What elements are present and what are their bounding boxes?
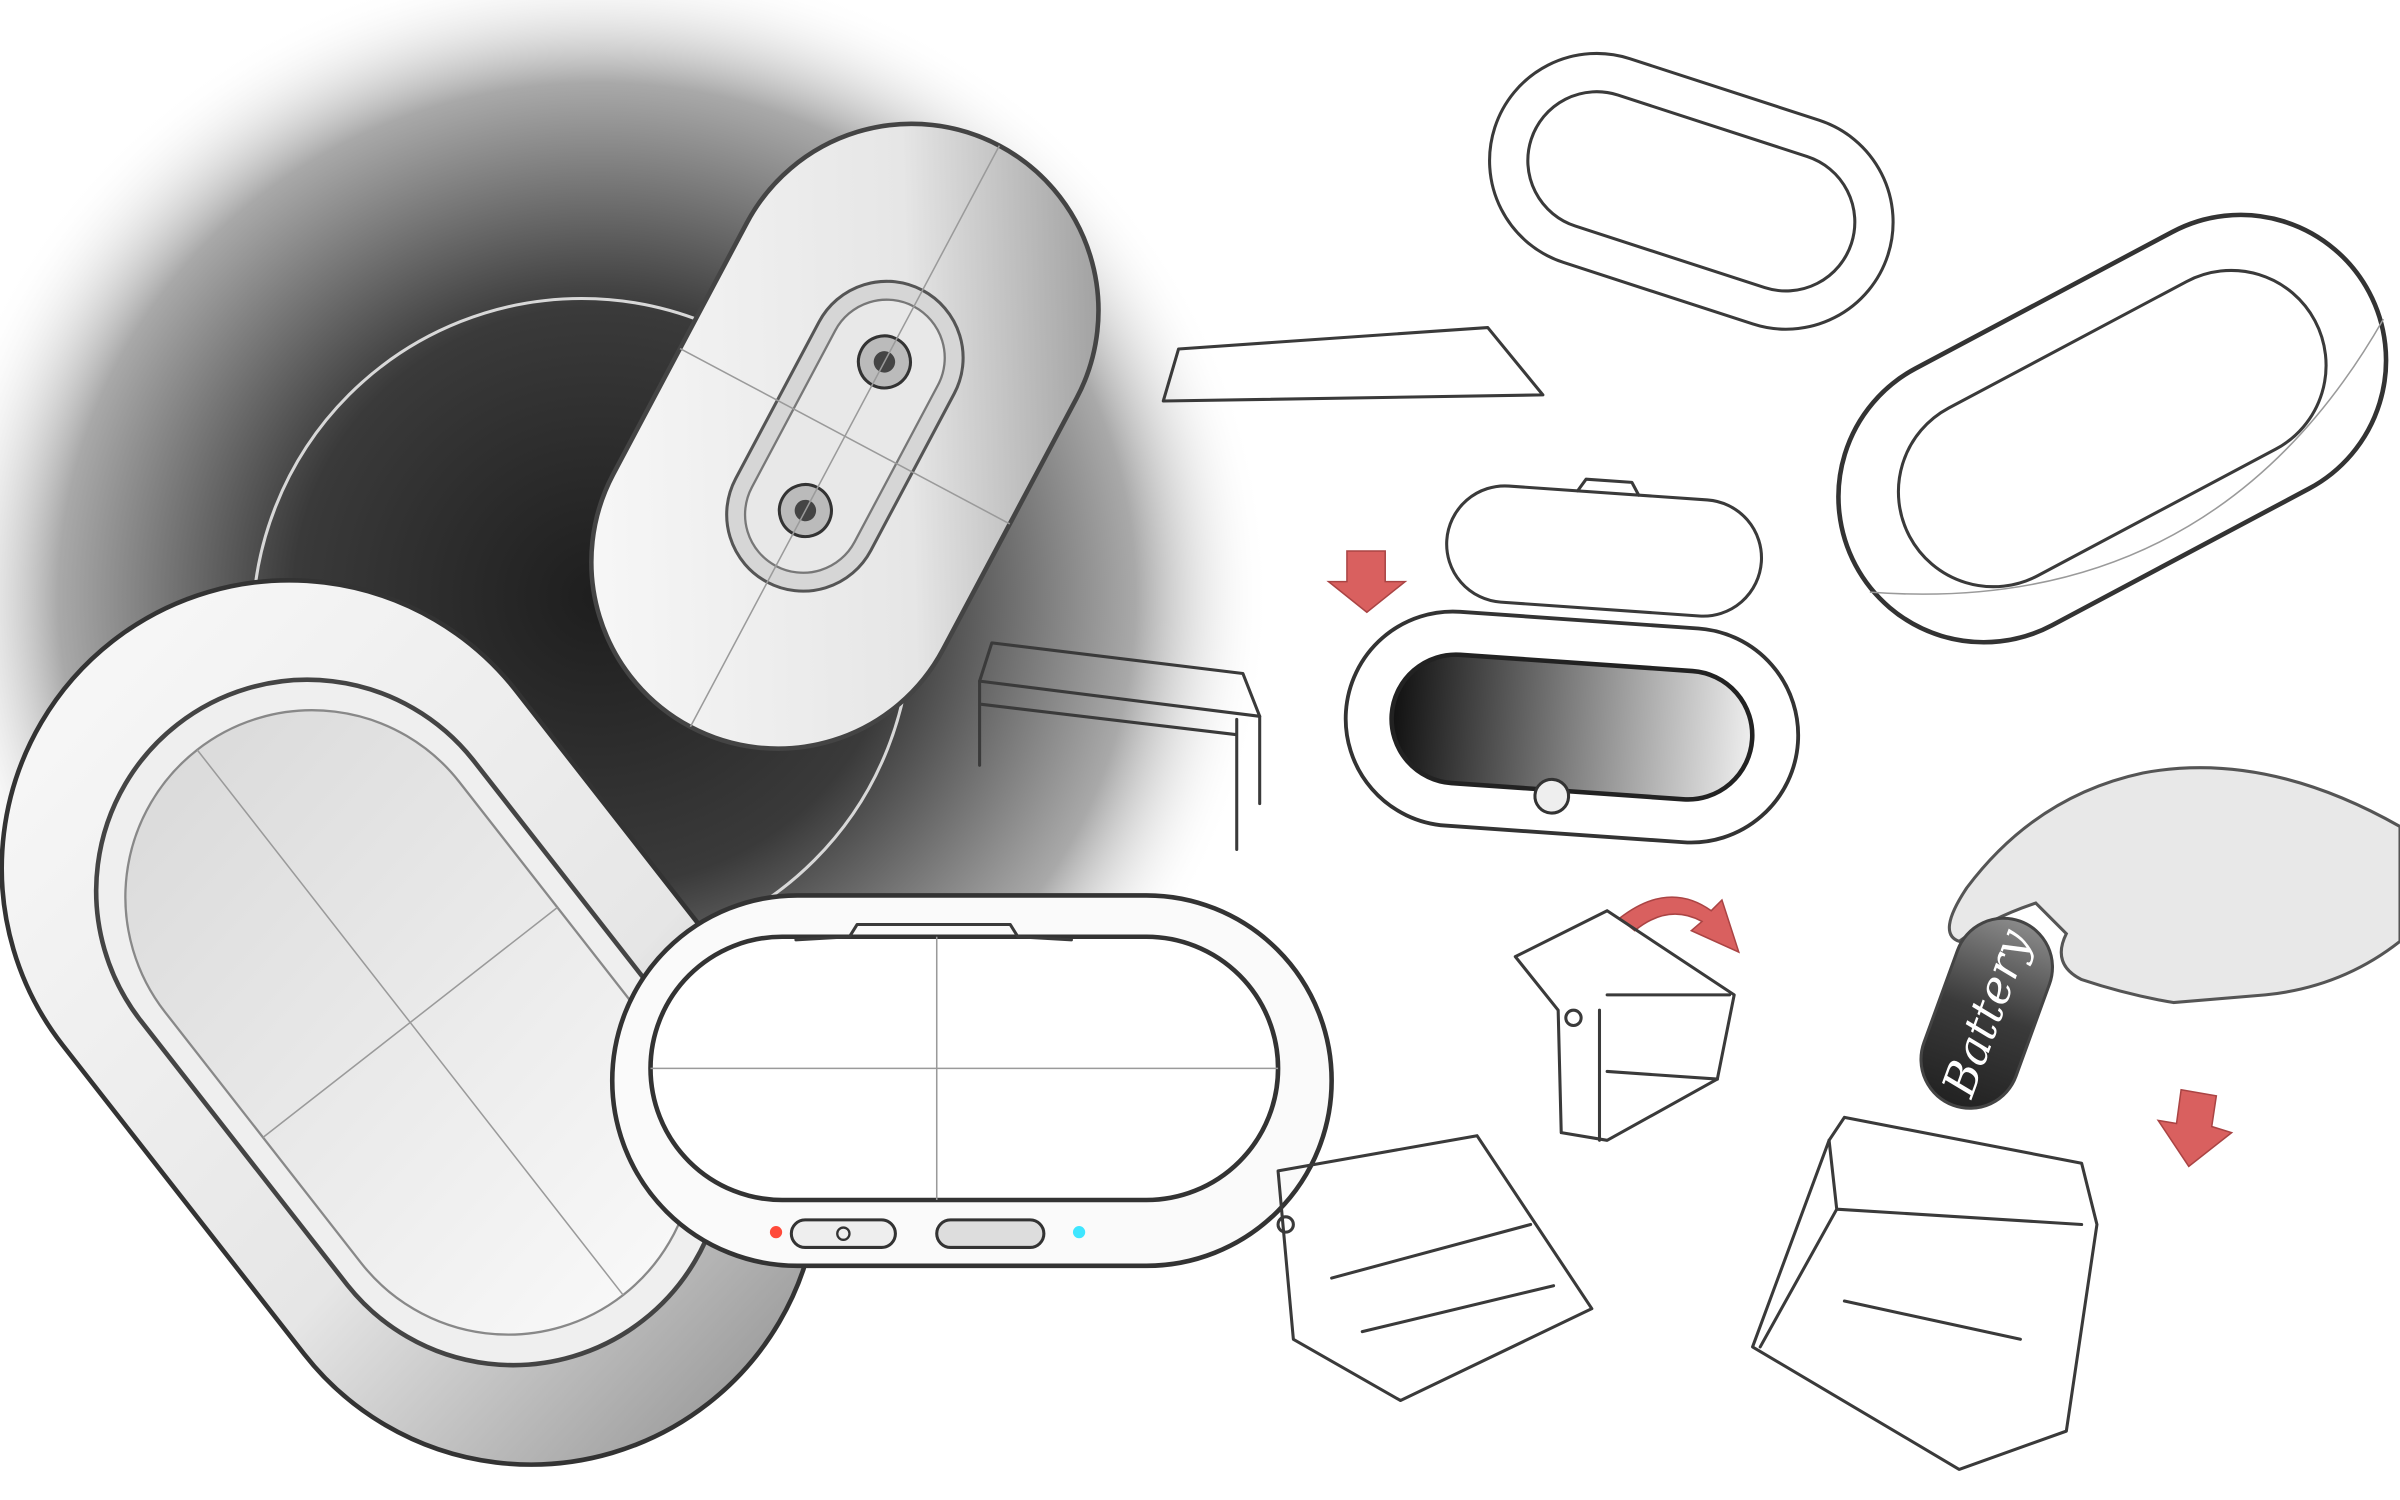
power-icon	[1533, 777, 1571, 815]
pill-outline-sketch-top	[1488, 51, 1895, 331]
battery-pack: Battery	[1919, 916, 2054, 1110]
box-open-sketch	[1513, 909, 1736, 1142]
device-front-view	[609, 893, 1334, 1269]
curved-arrow-icon	[1618, 896, 1741, 954]
status-led-red	[769, 1226, 783, 1239]
lid-strip-sketch	[1161, 326, 1545, 403]
down-arrow-icon	[1326, 550, 1408, 614]
lid-sketch	[1445, 477, 1764, 618]
stand-sketch	[1276, 1134, 1594, 1403]
device-open-sketch	[1343, 609, 1801, 845]
mode-button	[935, 1218, 1046, 1249]
pill-perspective-sketch	[1836, 212, 2389, 645]
device-back-view	[589, 121, 1101, 751]
power-icon	[836, 1226, 851, 1241]
down-arrow-icon	[2156, 1088, 2234, 1168]
charging-dock-sketch	[1751, 1115, 2099, 1471]
device-top-view-large	[0, 578, 821, 1467]
power-button	[789, 1218, 897, 1249]
status-led-cyan	[1072, 1226, 1086, 1239]
box-sketch-small	[978, 641, 1262, 852]
